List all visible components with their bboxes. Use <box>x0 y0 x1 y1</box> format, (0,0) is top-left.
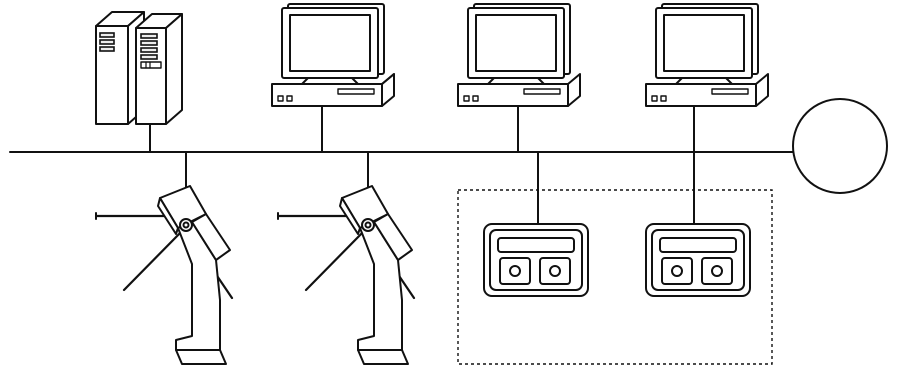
workstation-2 <box>457 3 581 107</box>
card-reader-2 <box>645 223 751 297</box>
card-reader-icon <box>483 223 589 297</box>
connections <box>149 105 695 225</box>
card-reader-icon <box>645 223 751 297</box>
turnstile-1 <box>94 185 234 365</box>
workstation-3 <box>645 3 769 107</box>
workstation-1 <box>271 3 395 107</box>
desktop-computer-icon <box>271 3 395 107</box>
tripod-turnstile-icon <box>276 185 416 365</box>
desktop-computer-icon <box>645 3 769 107</box>
turnstile-2 <box>276 185 416 365</box>
tripod-turnstile-icon <box>94 185 234 365</box>
reader-group-border <box>457 189 773 365</box>
card-reader-1 <box>483 223 589 297</box>
external-network-circle-icon <box>792 98 888 194</box>
server-tower-icon <box>95 11 183 125</box>
desktop-computer-icon <box>457 3 581 107</box>
